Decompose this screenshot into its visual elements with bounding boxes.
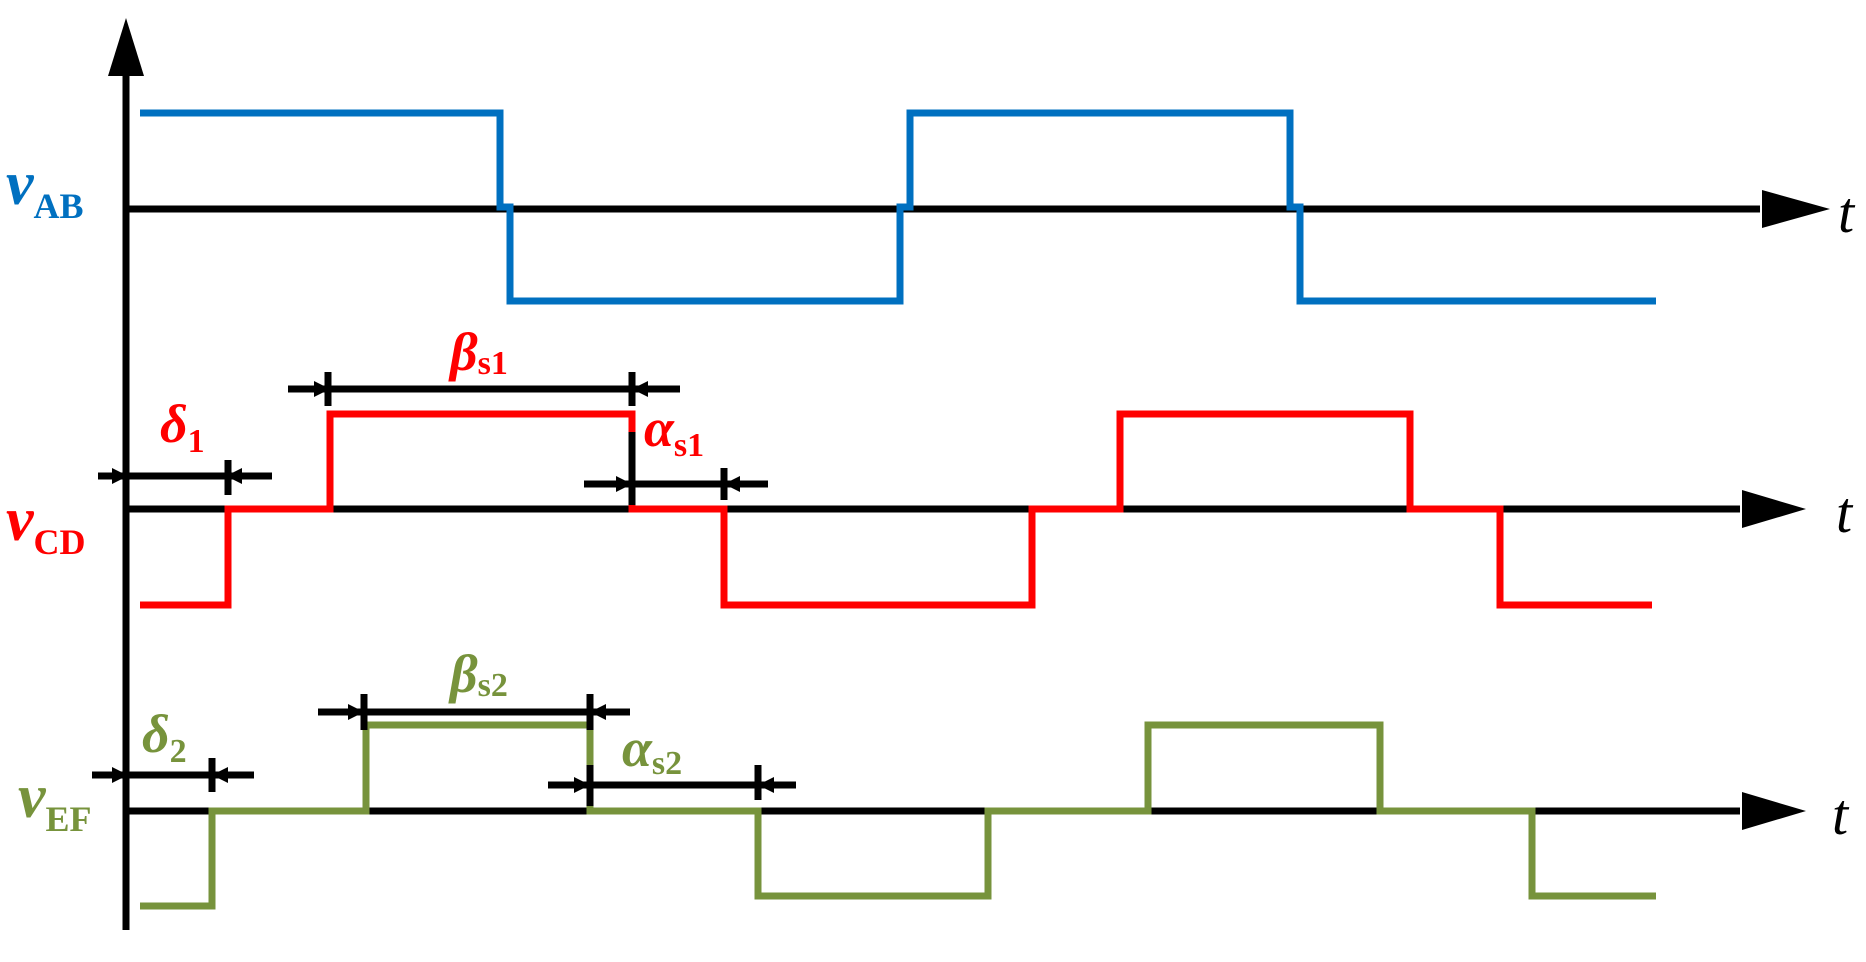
dimension-beta-s2 xyxy=(318,694,630,730)
label-delta2-sub: 2 xyxy=(170,733,187,770)
label-beta-s2-sub: s2 xyxy=(478,667,508,704)
waveform-vef xyxy=(140,721,1656,910)
time-axis-cd xyxy=(126,490,1806,528)
dimension-beta-s1 xyxy=(288,372,680,406)
label-alpha-s1: αs1 xyxy=(644,398,704,464)
time-axis-ab-arrow-icon xyxy=(1762,190,1830,228)
label-vcd-main: v xyxy=(6,486,35,554)
label-beta-s1: βs1 xyxy=(448,322,508,382)
label-delta1-sub: 1 xyxy=(188,423,205,460)
label-vab: vAB xyxy=(6,150,84,226)
label-alpha-s2-sub: s2 xyxy=(652,745,682,782)
vertical-axis xyxy=(108,18,144,930)
label-alpha-s1-main: α xyxy=(644,398,675,458)
dimension-alpha-s1 xyxy=(584,432,768,505)
time-axis-ef-arrow-icon xyxy=(1742,792,1806,830)
time-label-cd: t xyxy=(1836,480,1854,545)
label-vcd-sub: CD xyxy=(34,522,86,562)
dimension-alpha-s2 xyxy=(548,765,796,806)
waveform-vcd xyxy=(140,410,1652,609)
time-axis-ef xyxy=(126,792,1806,830)
label-beta-s1-main: β xyxy=(448,322,478,382)
waveform-vab xyxy=(140,109,1656,305)
label-beta-s1-sub: s1 xyxy=(478,345,508,382)
label-alpha-s2: αs2 xyxy=(622,718,682,782)
label-vef-sub: EF xyxy=(46,799,92,839)
label-delta1-main: δ xyxy=(160,394,188,454)
label-beta-s2-main: β xyxy=(448,644,478,704)
label-delta2-main: δ xyxy=(142,704,170,764)
label-vef: vEF xyxy=(18,763,92,839)
label-delta1: δ1 xyxy=(160,394,205,460)
label-vab-main: v xyxy=(6,150,35,218)
label-beta-s2: βs2 xyxy=(448,644,508,704)
vertical-axis-arrow-icon xyxy=(108,18,144,76)
time-label-ab: t xyxy=(1838,180,1856,245)
dimension-delta2 xyxy=(92,758,254,792)
time-axis-ab xyxy=(126,190,1830,228)
label-alpha-s1-sub: s1 xyxy=(674,427,704,464)
label-alpha-s2-main: α xyxy=(622,718,653,778)
label-vcd: vCD xyxy=(6,486,86,562)
label-delta2: δ2 xyxy=(142,704,187,770)
time-label-ef: t xyxy=(1832,782,1850,847)
dimension-delta1 xyxy=(98,460,272,495)
label-vef-main: v xyxy=(18,763,47,831)
label-vab-sub: AB xyxy=(34,186,84,226)
time-axis-cd-arrow-icon xyxy=(1742,490,1806,528)
